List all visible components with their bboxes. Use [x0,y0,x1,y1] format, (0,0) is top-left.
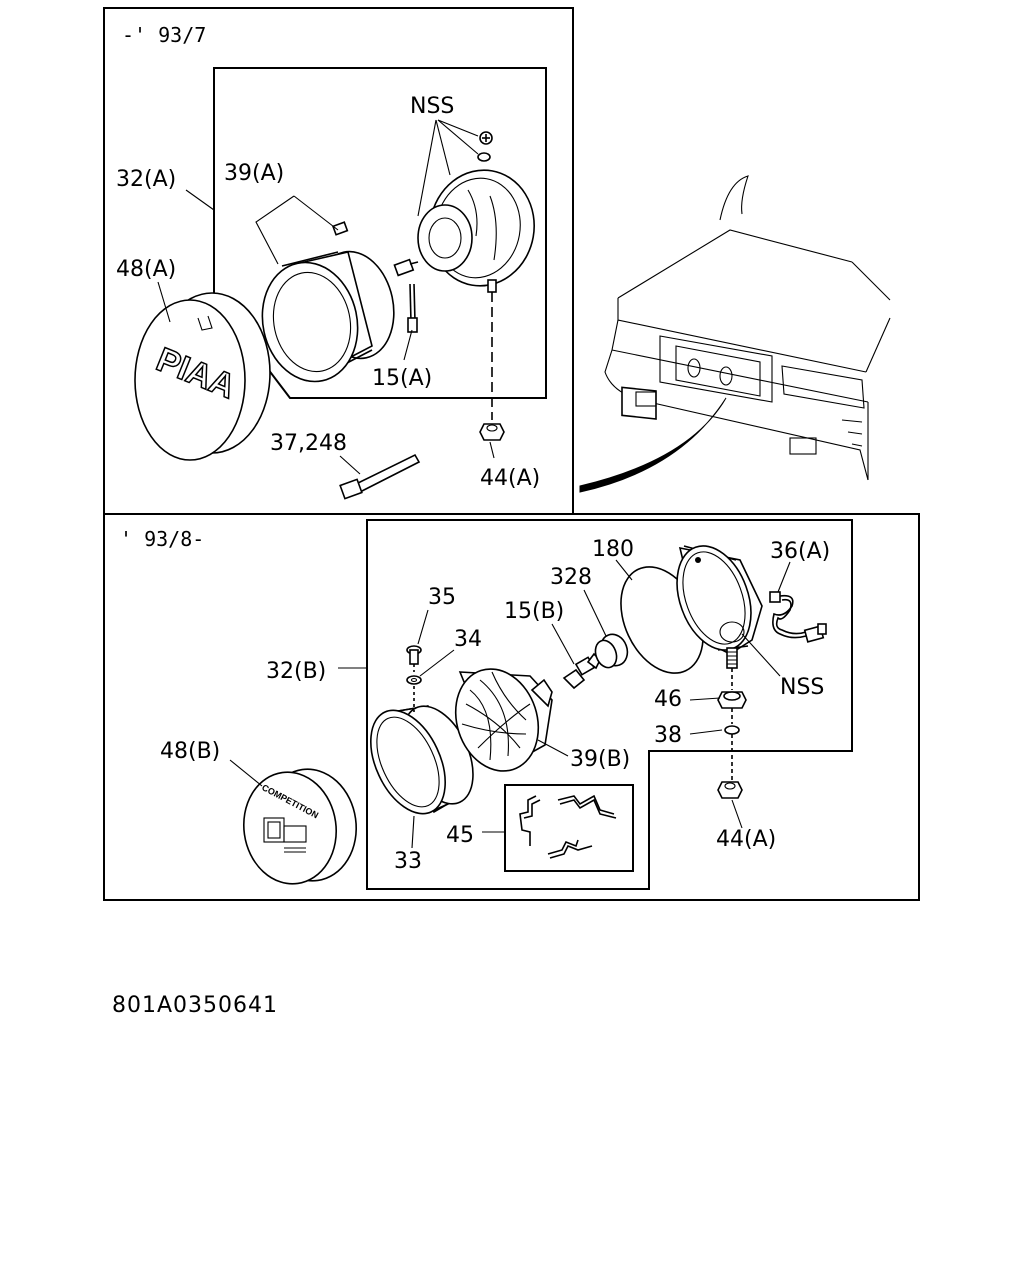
label-44a-bottom: 44(A) [716,827,776,852]
harness-36a [769,591,827,643]
top-lamp-group-frame [213,67,547,399]
grommet-328 [594,633,629,669]
washer-34 [406,675,422,712]
label-32b: 32(B) [266,659,326,684]
vehicle-front-illustration [579,175,891,493]
diagram-reference-code: 801A0350641 [112,993,278,1018]
nss-screws-top [477,131,493,162]
label-36a: 36(A) [770,539,830,564]
lens-ring-39a [261,250,395,383]
cover-48b: COMPETITION [242,768,358,885]
leader-lines-bottom [229,559,791,849]
label-38: 38 [654,723,682,748]
label-180: 180 [592,537,634,562]
label-44a-top: 44(A) [480,466,540,491]
leader-lines-top [157,119,495,475]
rim-33 [370,705,474,815]
label-35: 35 [428,585,456,610]
lamp-housing-top [417,169,535,293]
label-32a: 32(A) [116,167,176,192]
section-frames [103,7,920,901]
label-45: 45 [446,823,474,848]
clips-45 [504,784,634,872]
cover-48a: PIAA [134,292,271,461]
label-nss-top: NSS [410,94,454,119]
bottom-section-date-label: ' 93/8- [120,527,204,551]
nut-44a-top [479,292,505,441]
washer-38 [724,708,740,780]
label-34: 34 [454,627,482,652]
label-328: 328 [550,565,592,590]
label-15b: 15(B) [504,599,564,624]
screw-39a [331,221,349,236]
top-section-date-label: -' 93/7 [122,23,206,47]
nut-46 [717,668,747,709]
label-37-248: 37,248 [270,431,347,456]
label-48b: 48(B) [160,739,220,764]
label-33: 33 [394,849,422,874]
lamp-housing-bottom [676,545,763,669]
label-nss-bottom: NSS [780,675,824,700]
cable-tie-37-248 [339,453,421,500]
reflector-39b [454,668,553,772]
bottom-lamp-group-frame [366,519,853,890]
bulb-15a [393,258,419,333]
label-39a: 39(A) [224,161,284,186]
nut-44a-bottom [717,781,743,799]
label-15a: 15(A) [372,366,432,391]
screw-35 [406,645,422,672]
bottom-section-frame [103,513,920,901]
clips-45-inset-frame [504,784,634,872]
bulb-15b [562,652,601,690]
label-46: 46 [654,687,682,712]
label-48a: 48(A) [116,257,176,282]
label-39b: 39(B) [570,747,630,772]
